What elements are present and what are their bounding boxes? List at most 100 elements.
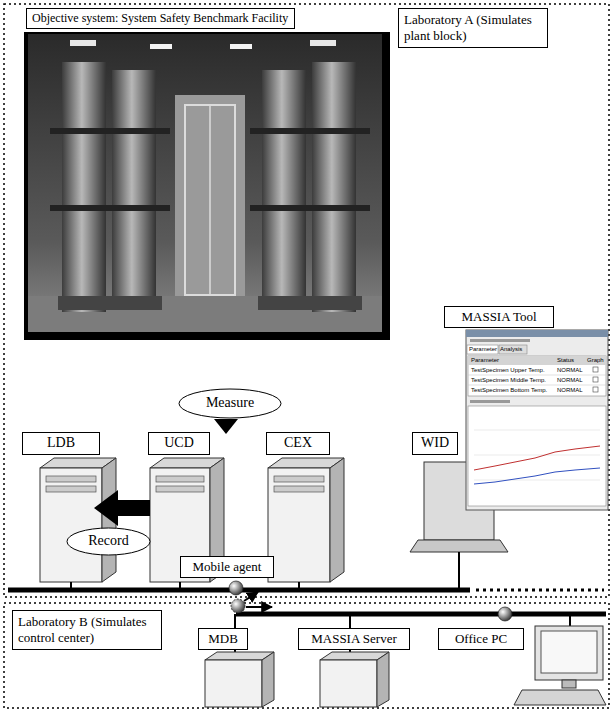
tool-screenshot-part — [593, 377, 598, 382]
tool-screenshot-part — [470, 339, 530, 342]
laboratory-region-part — [4, 603, 609, 708]
computer-label: Office PC — [438, 628, 524, 650]
tool-screenshot-part — [474, 446, 600, 470]
agent-label: Mobile agent — [180, 556, 274, 578]
facility-photo-part — [62, 62, 106, 312]
tool-label: MASSIA Tool — [444, 306, 554, 328]
screen-text: NORMAL — [557, 377, 583, 383]
screen-text: NORMAL — [557, 387, 583, 393]
mobile-agent-symbol-part — [244, 592, 258, 601]
network-line-part — [476, 589, 604, 592]
facility-photo-part — [28, 296, 382, 332]
callout-tail — [214, 419, 238, 434]
facility-photo-part — [112, 70, 156, 310]
facility-photo-part — [258, 296, 362, 310]
computer-tower-part — [156, 486, 204, 492]
network-line-part — [298, 582, 300, 590]
office-pc-part — [562, 680, 576, 688]
mobile-agent-symbol-part — [498, 607, 512, 621]
computer-tower-part — [46, 486, 96, 492]
facility-photo-part — [185, 105, 235, 295]
node-text: MASSIA Tool — [461, 309, 536, 325]
computer-tower-part — [268, 468, 330, 582]
caption-box: Objective system: System Safety Benchmar… — [26, 8, 295, 29]
tool-screenshot-part — [474, 468, 600, 484]
screen-text: Analysis — [500, 346, 522, 352]
computer-label: WID — [412, 432, 458, 455]
network-line-part — [569, 614, 571, 626]
laptop-part — [410, 540, 508, 552]
node-text: Laboratory A (Simulates plant block) — [404, 12, 542, 43]
facility-photo-part — [209, 105, 211, 295]
computer-tower — [40, 458, 116, 582]
facility-photo-part — [50, 205, 170, 211]
node-text: Measure — [206, 395, 254, 412]
office-pc — [514, 626, 606, 705]
computer-label: MDB — [198, 628, 248, 650]
tool-screenshot-part — [474, 455, 600, 456]
computer-tower — [320, 652, 389, 707]
node-text: WID — [421, 435, 449, 452]
facility-photo-part — [230, 44, 252, 49]
node-text: UCD — [164, 435, 194, 452]
screen-text: TestSpecimen Middle Temp. — [471, 377, 546, 383]
computer-tower-part — [156, 476, 204, 482]
facility-photo-part — [50, 128, 170, 134]
office-pc-part — [514, 690, 606, 705]
computer-tower-part — [274, 486, 324, 492]
callout-ellipse: Measure — [178, 388, 282, 419]
network-line — [8, 552, 606, 652]
callout-ellipse: Record — [66, 527, 151, 556]
node-text: Record — [88, 533, 128, 550]
computer-tower-part — [262, 652, 274, 707]
ellipse-outline — [67, 528, 150, 555]
facility-photo-part — [28, 34, 382, 332]
office-pc-part — [541, 631, 597, 673]
mobile-agent-symbol-part — [231, 599, 245, 613]
screen-text: Status — [557, 357, 574, 363]
node-text: CEX — [284, 435, 312, 452]
tool-screenshot-part — [466, 330, 608, 337]
computer-tower-part — [320, 660, 377, 707]
screen-text: Parameter — [469, 346, 497, 352]
screen-text: TestSpecimen Upper Temp. — [471, 367, 545, 373]
office-pc-part — [535, 626, 603, 680]
facility-photo-part — [250, 205, 370, 211]
computer-tower — [268, 458, 344, 582]
tool-screenshot-part — [468, 356, 606, 365]
tool-screenshot-part — [474, 430, 600, 431]
tool-screenshot-part — [593, 367, 598, 372]
facility-photo-part — [310, 40, 336, 46]
tool-screenshot-part — [467, 345, 498, 354]
region-label: Laboratory B (Simulates control center) — [12, 610, 162, 650]
tool-screenshot-part — [593, 387, 598, 392]
node-text: Laboratory B (Simulates control center) — [18, 614, 156, 645]
computer-tower — [205, 652, 274, 707]
facility-photo-part — [150, 44, 172, 49]
computer-label: LDB — [22, 432, 100, 455]
facility-photo-part — [175, 95, 245, 300]
computer-tower-part — [40, 468, 102, 582]
node-text: Mobile agent — [193, 559, 262, 575]
screen-text: TestSpecimen Bottom Temp. — [471, 387, 547, 393]
region-label: Laboratory A (Simulates plant block) — [398, 8, 548, 48]
computer-tower-part — [274, 476, 324, 482]
tool-screenshot-part — [499, 345, 527, 354]
facility-photo-part — [250, 128, 370, 134]
facility-photo-part — [312, 62, 356, 312]
callout-tail-part — [214, 419, 238, 434]
facility-photo — [24, 32, 390, 340]
facility-photo-part — [24, 32, 390, 340]
node-text: Objective system: System Safety Benchmar… — [32, 11, 288, 25]
tool-screenshot-part — [468, 375, 606, 376]
computer-label: MASSIA Server — [298, 628, 410, 650]
mobile-agent-symbol-part — [229, 581, 243, 595]
node-text: Office PC — [455, 631, 507, 647]
tool-screenshot-part — [468, 356, 606, 396]
network-line-part — [458, 552, 460, 590]
screen-text: Graph — [587, 357, 604, 363]
facility-photo-part — [70, 40, 96, 46]
network-line-part — [179, 582, 181, 590]
